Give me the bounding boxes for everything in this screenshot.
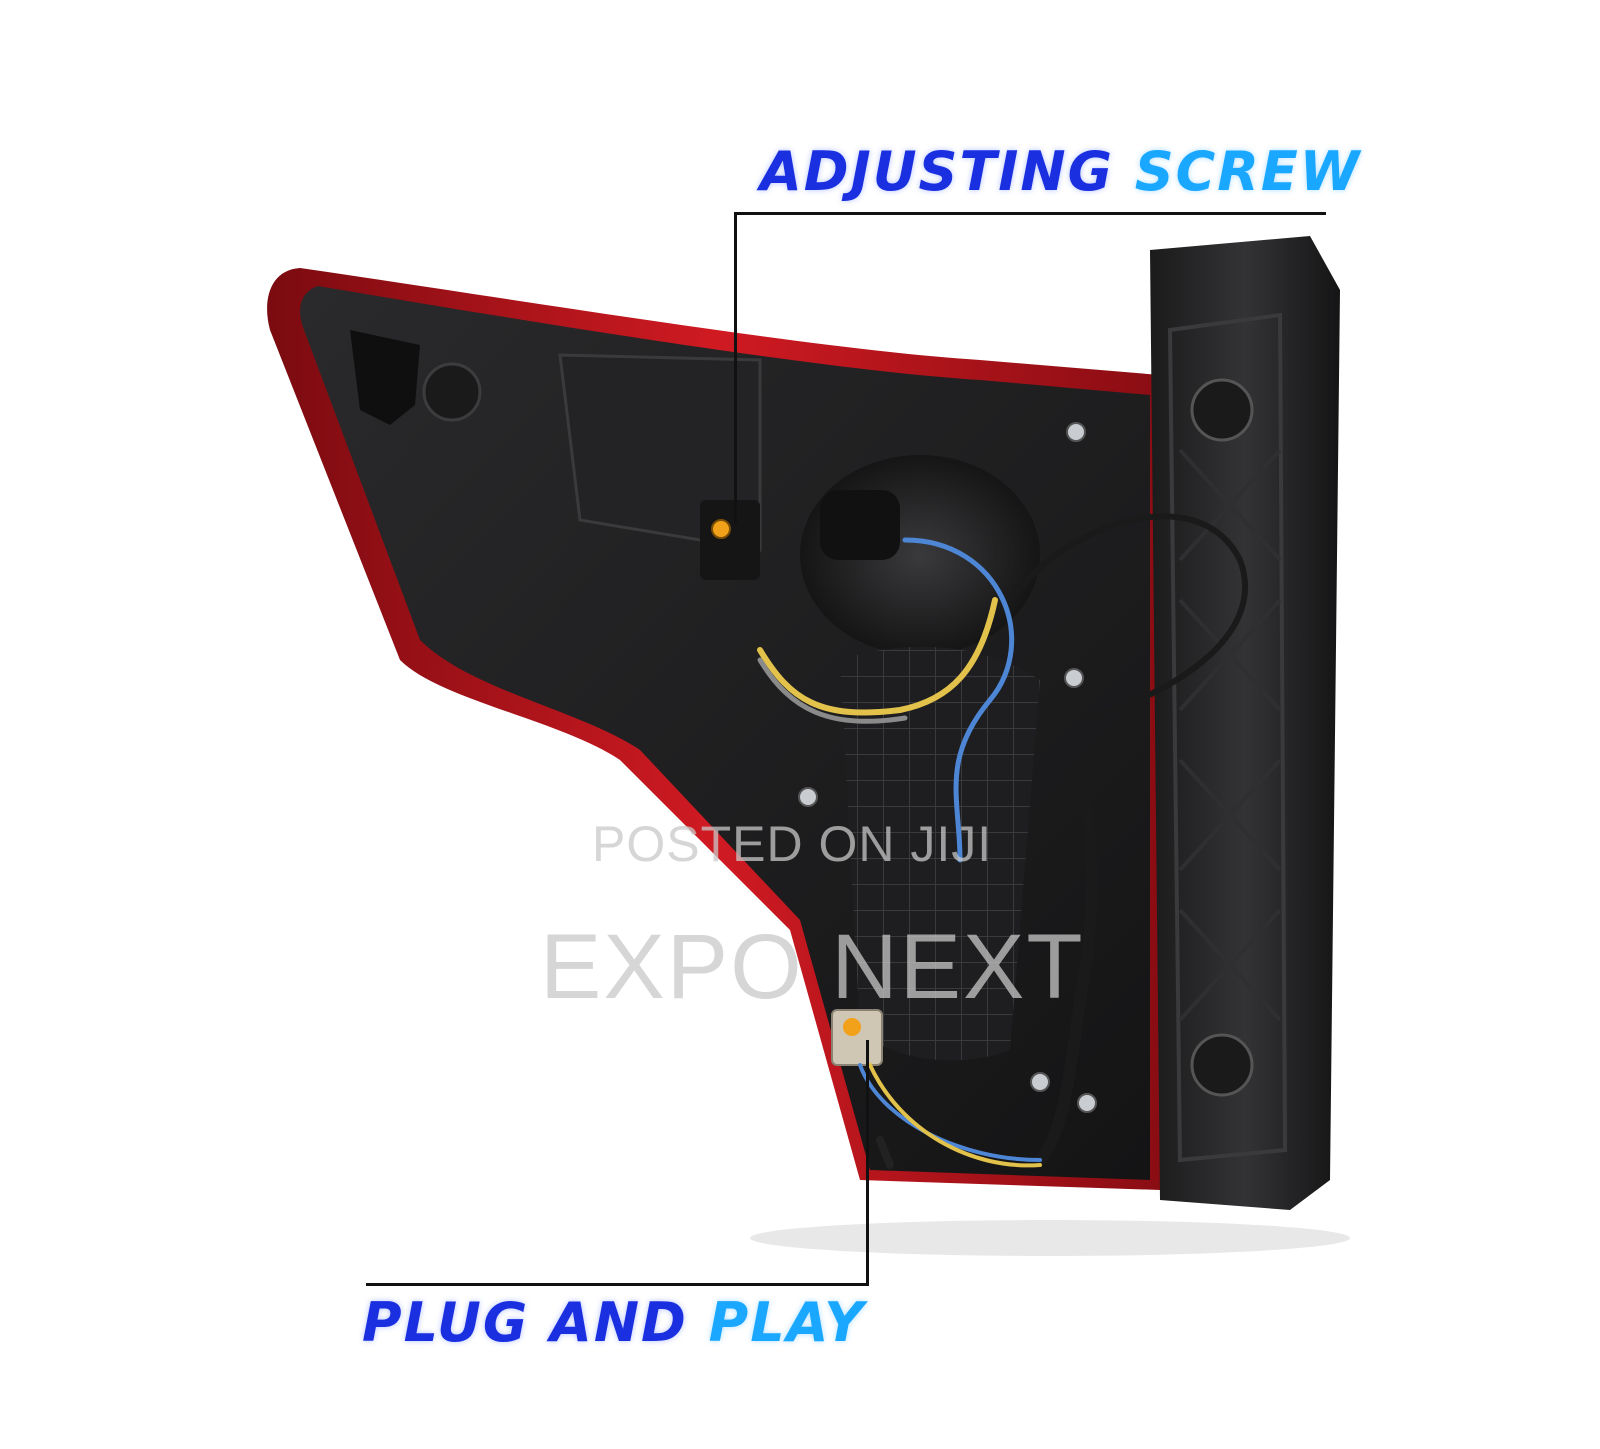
callout-word-screw: SCREW [1134,140,1362,203]
callout-word-and: AND [550,1291,688,1354]
screw-icon [1030,1072,1050,1092]
mount-hole [422,362,482,422]
plug-leader-horizontal [366,1283,868,1286]
bracket-lattice [1178,448,1282,1022]
adjusting-screw [711,519,731,539]
screw-icon [798,787,818,807]
screw-icons [798,422,1097,1113]
bracket-clip-bottom [1190,1033,1254,1097]
plug-leader-vertical [866,1040,869,1286]
bulb-socket [820,490,900,560]
plug-latch [843,1018,861,1036]
grid-reflector [840,646,1040,1061]
adjusting-leader-horizontal [734,212,1326,215]
ground-shadow [750,1220,1350,1256]
bracket-clip-top [1190,378,1254,442]
adjusting-screw-mount [700,500,760,580]
callout-word-play: PLAY [708,1291,866,1354]
callout-word-plug: PLUG [362,1291,530,1354]
plug-connector [831,1009,883,1066]
adjusting-leader-vertical [734,212,737,524]
adjusting-screw-callout: ADJUSTING SCREW [760,145,1361,199]
screw-icon [1077,1093,1097,1113]
mounting-tab [350,330,420,425]
screw-icon [1066,422,1086,442]
bracket-rib [1167,312,1288,1163]
wiring-harness [757,513,1249,1169]
plug-and-play-callout: PLUG AND PLAY [362,1296,865,1350]
screw-icon [1064,668,1084,688]
side-bracket [1150,236,1340,1210]
callout-word-adjusting: ADJUSTING [760,140,1114,203]
